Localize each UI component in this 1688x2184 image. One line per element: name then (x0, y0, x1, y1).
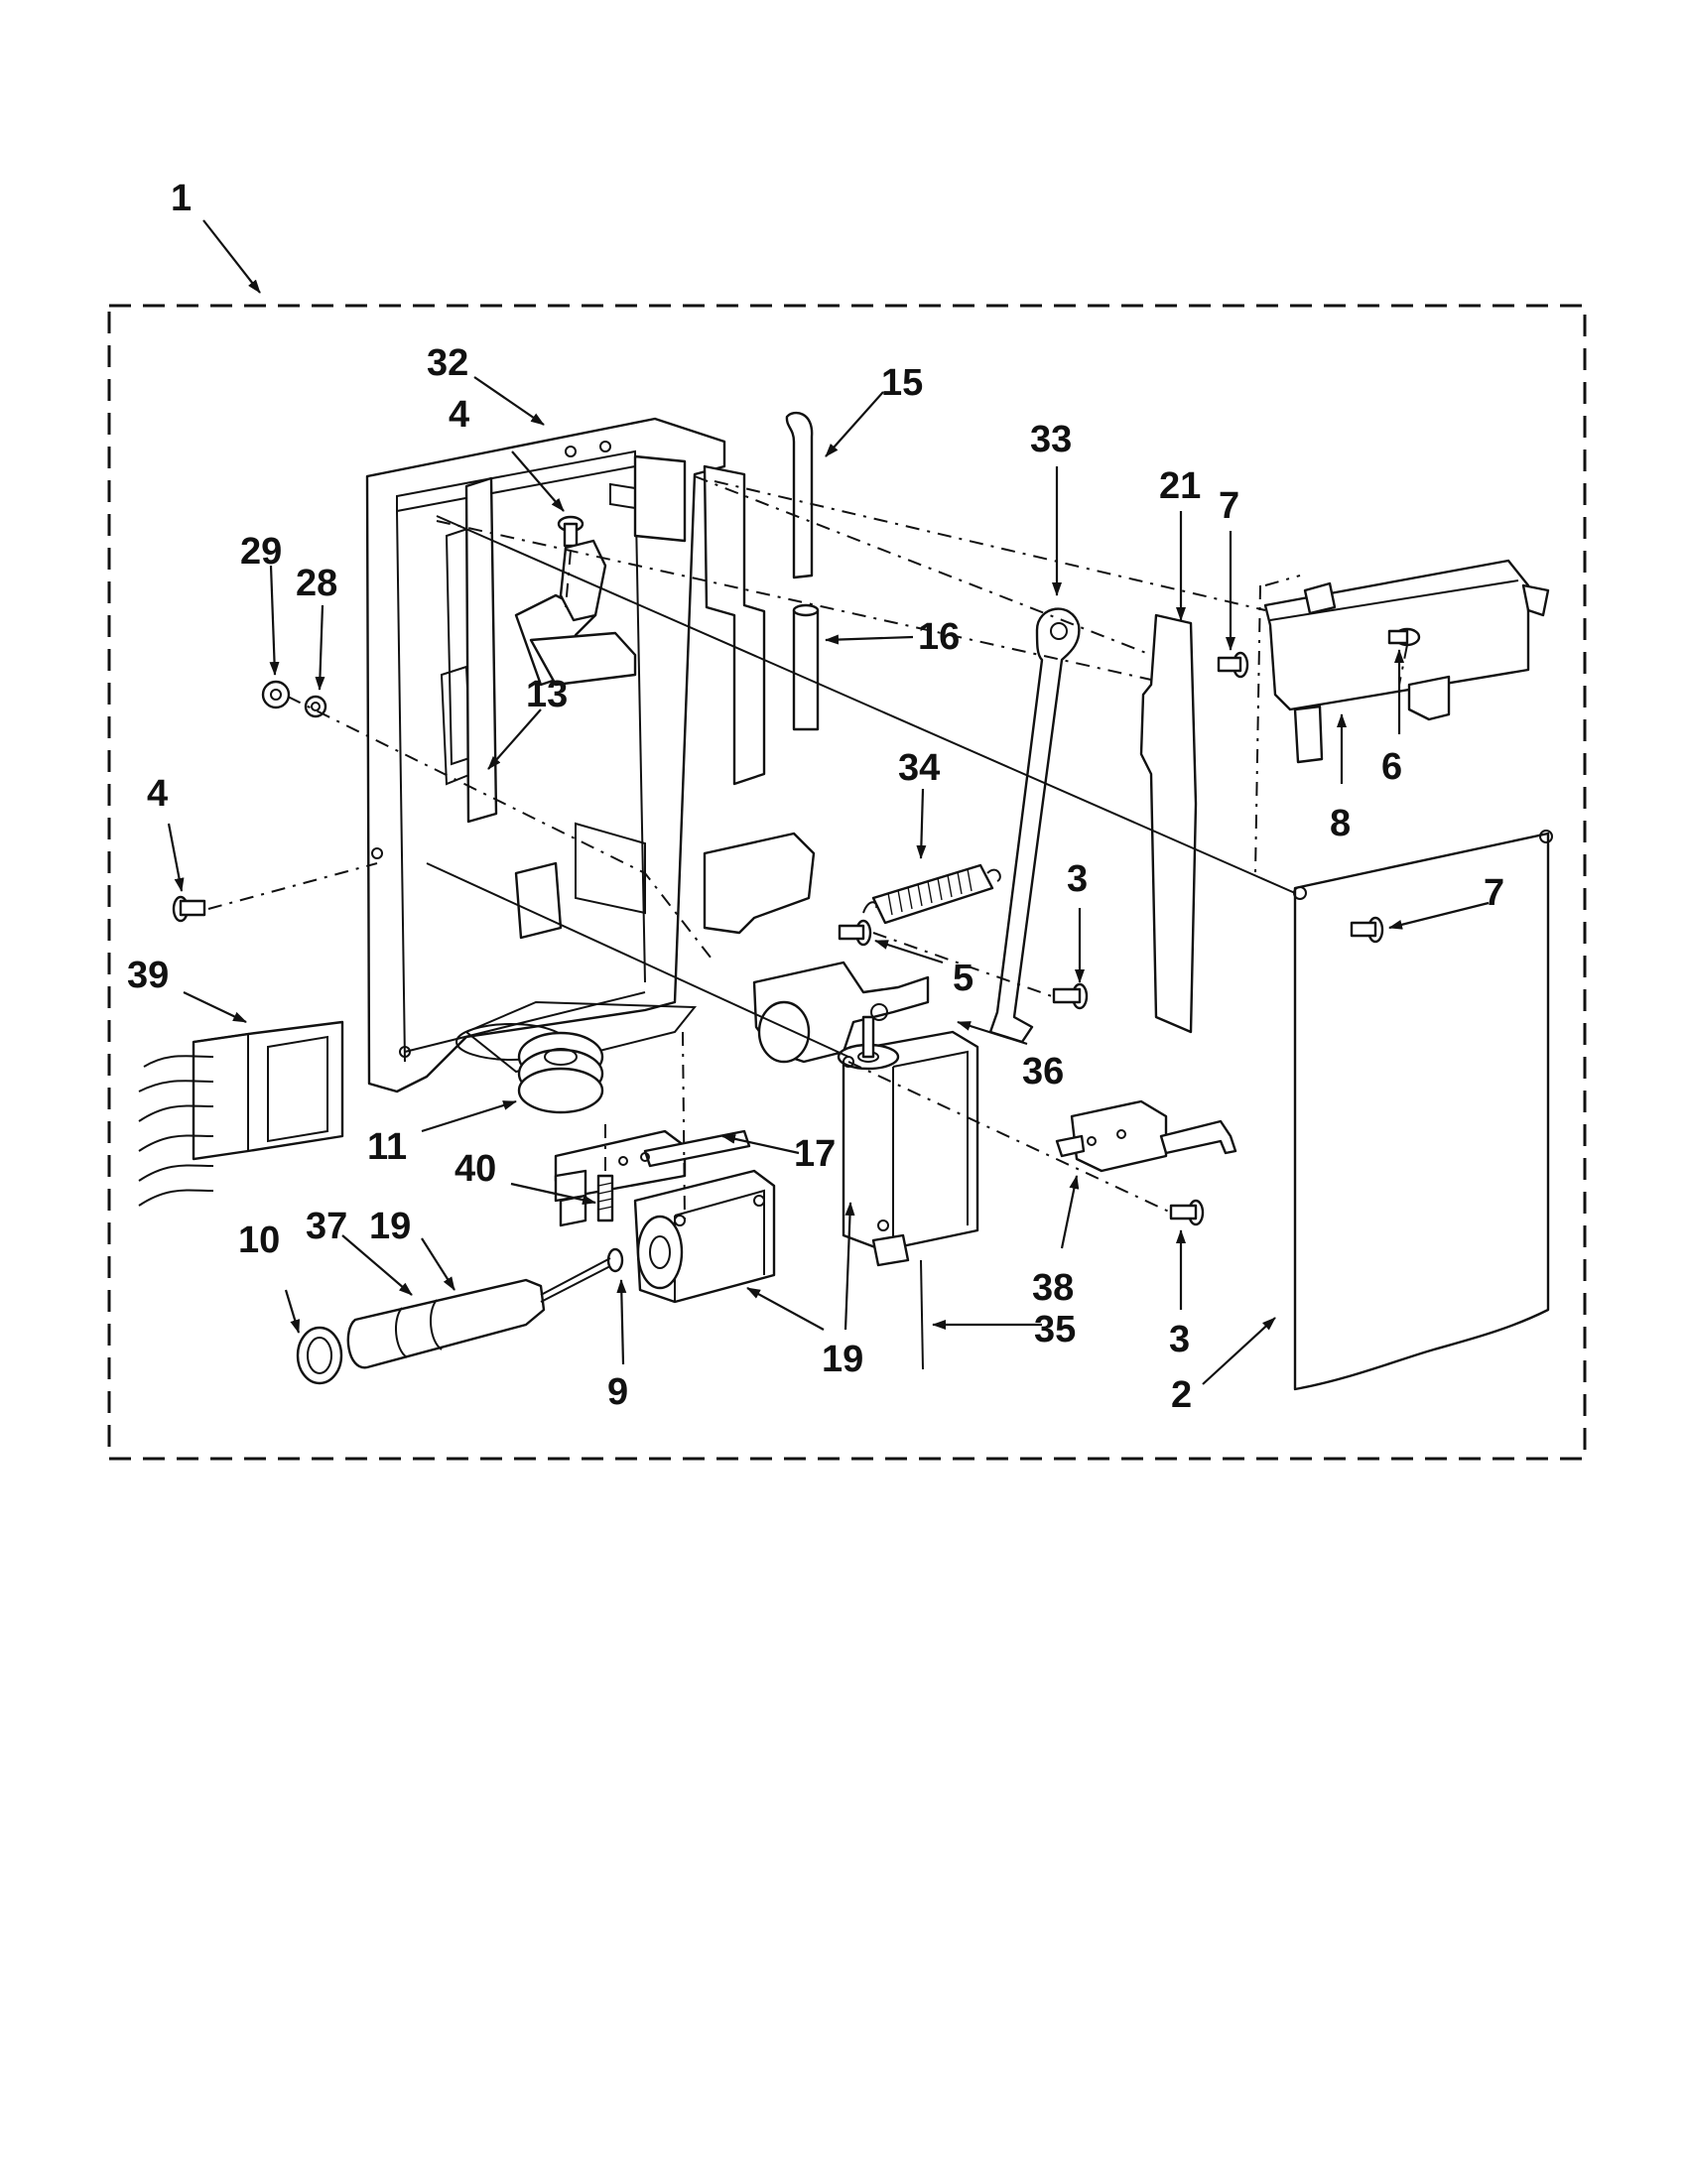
micro-switch-38-part (1055, 1099, 1237, 1173)
callout-3-upper: 3 (1067, 858, 1088, 900)
washer-part (606, 1247, 624, 1273)
callout-17: 17 (794, 1133, 836, 1175)
screw-3-upper-part (1052, 982, 1089, 1010)
callout-3-lower: 3 (1169, 1319, 1190, 1360)
callout-19-bottom: 19 (822, 1339, 863, 1380)
lever-arm-part (988, 607, 1081, 1044)
callout-11: 11 (367, 1126, 407, 1168)
callout-35: 35 (1034, 1309, 1076, 1350)
callout-29: 29 (240, 531, 282, 573)
callout-4-left: 4 (147, 773, 168, 815)
switch-part (1263, 559, 1550, 764)
screw-3-lower-part (1169, 1199, 1205, 1226)
callout-32: 32 (427, 342, 468, 384)
plunger-part (346, 1257, 611, 1369)
screw-6-part (1387, 627, 1421, 647)
callout-40: 40 (454, 1148, 496, 1190)
callout-21: 21 (1159, 465, 1201, 507)
assembly-lines (207, 475, 1408, 1221)
callout-9: 9 (607, 1371, 628, 1413)
callout-7-top: 7 (1219, 485, 1239, 527)
callout-4-top: 4 (449, 394, 469, 436)
callout-labels: 1 32 4 15 33 21 7 29 28 16 13 6 34 4 8 3… (127, 178, 1504, 1416)
solenoid-housing-part (633, 1169, 776, 1304)
callout-16: 16 (918, 616, 960, 658)
callout-6: 6 (1381, 746, 1402, 788)
screw-7-lower-part (1350, 916, 1384, 944)
callout-10: 10 (238, 1220, 280, 1261)
callout-15: 15 (881, 362, 923, 404)
rod-part (785, 412, 814, 579)
latch-arm-part (752, 961, 930, 1064)
callout-37: 37 (306, 1206, 347, 1247)
screw-7-upper-part (1217, 651, 1249, 679)
leader-arrows (167, 219, 1490, 1385)
back-panel-part (1293, 832, 1550, 1391)
callout-5: 5 (953, 958, 974, 999)
callout-36: 36 (1022, 1051, 1064, 1092)
main-frame-part (365, 417, 816, 1093)
wire-connector-part (138, 1020, 344, 1207)
screw-4-top-part (557, 515, 584, 548)
coil-part (517, 1031, 604, 1114)
screw-40-part (596, 1174, 614, 1222)
washer-28-part (304, 695, 327, 718)
callout-2: 2 (1171, 1374, 1192, 1416)
screw-5-part (838, 919, 872, 947)
bracket-part (464, 476, 498, 824)
callout-1: 1 (171, 178, 192, 219)
solenoid-coil-part (837, 1015, 979, 1370)
screw-4-left-part (172, 895, 206, 923)
plate-part (1139, 613, 1198, 1034)
callout-39: 39 (127, 955, 169, 996)
callout-13: 13 (526, 674, 568, 715)
callout-7-right: 7 (1484, 872, 1504, 914)
spring-part (862, 863, 1001, 925)
nut-29-part (261, 680, 291, 709)
cylinder-post-part (792, 603, 820, 731)
callout-38: 38 (1032, 1267, 1074, 1309)
callout-33: 33 (1030, 419, 1072, 460)
retaining-ring-part (296, 1326, 343, 1385)
callout-34: 34 (898, 747, 940, 789)
callout-8: 8 (1330, 803, 1351, 844)
callout-19-top: 19 (369, 1206, 411, 1247)
callout-28: 28 (296, 563, 337, 604)
